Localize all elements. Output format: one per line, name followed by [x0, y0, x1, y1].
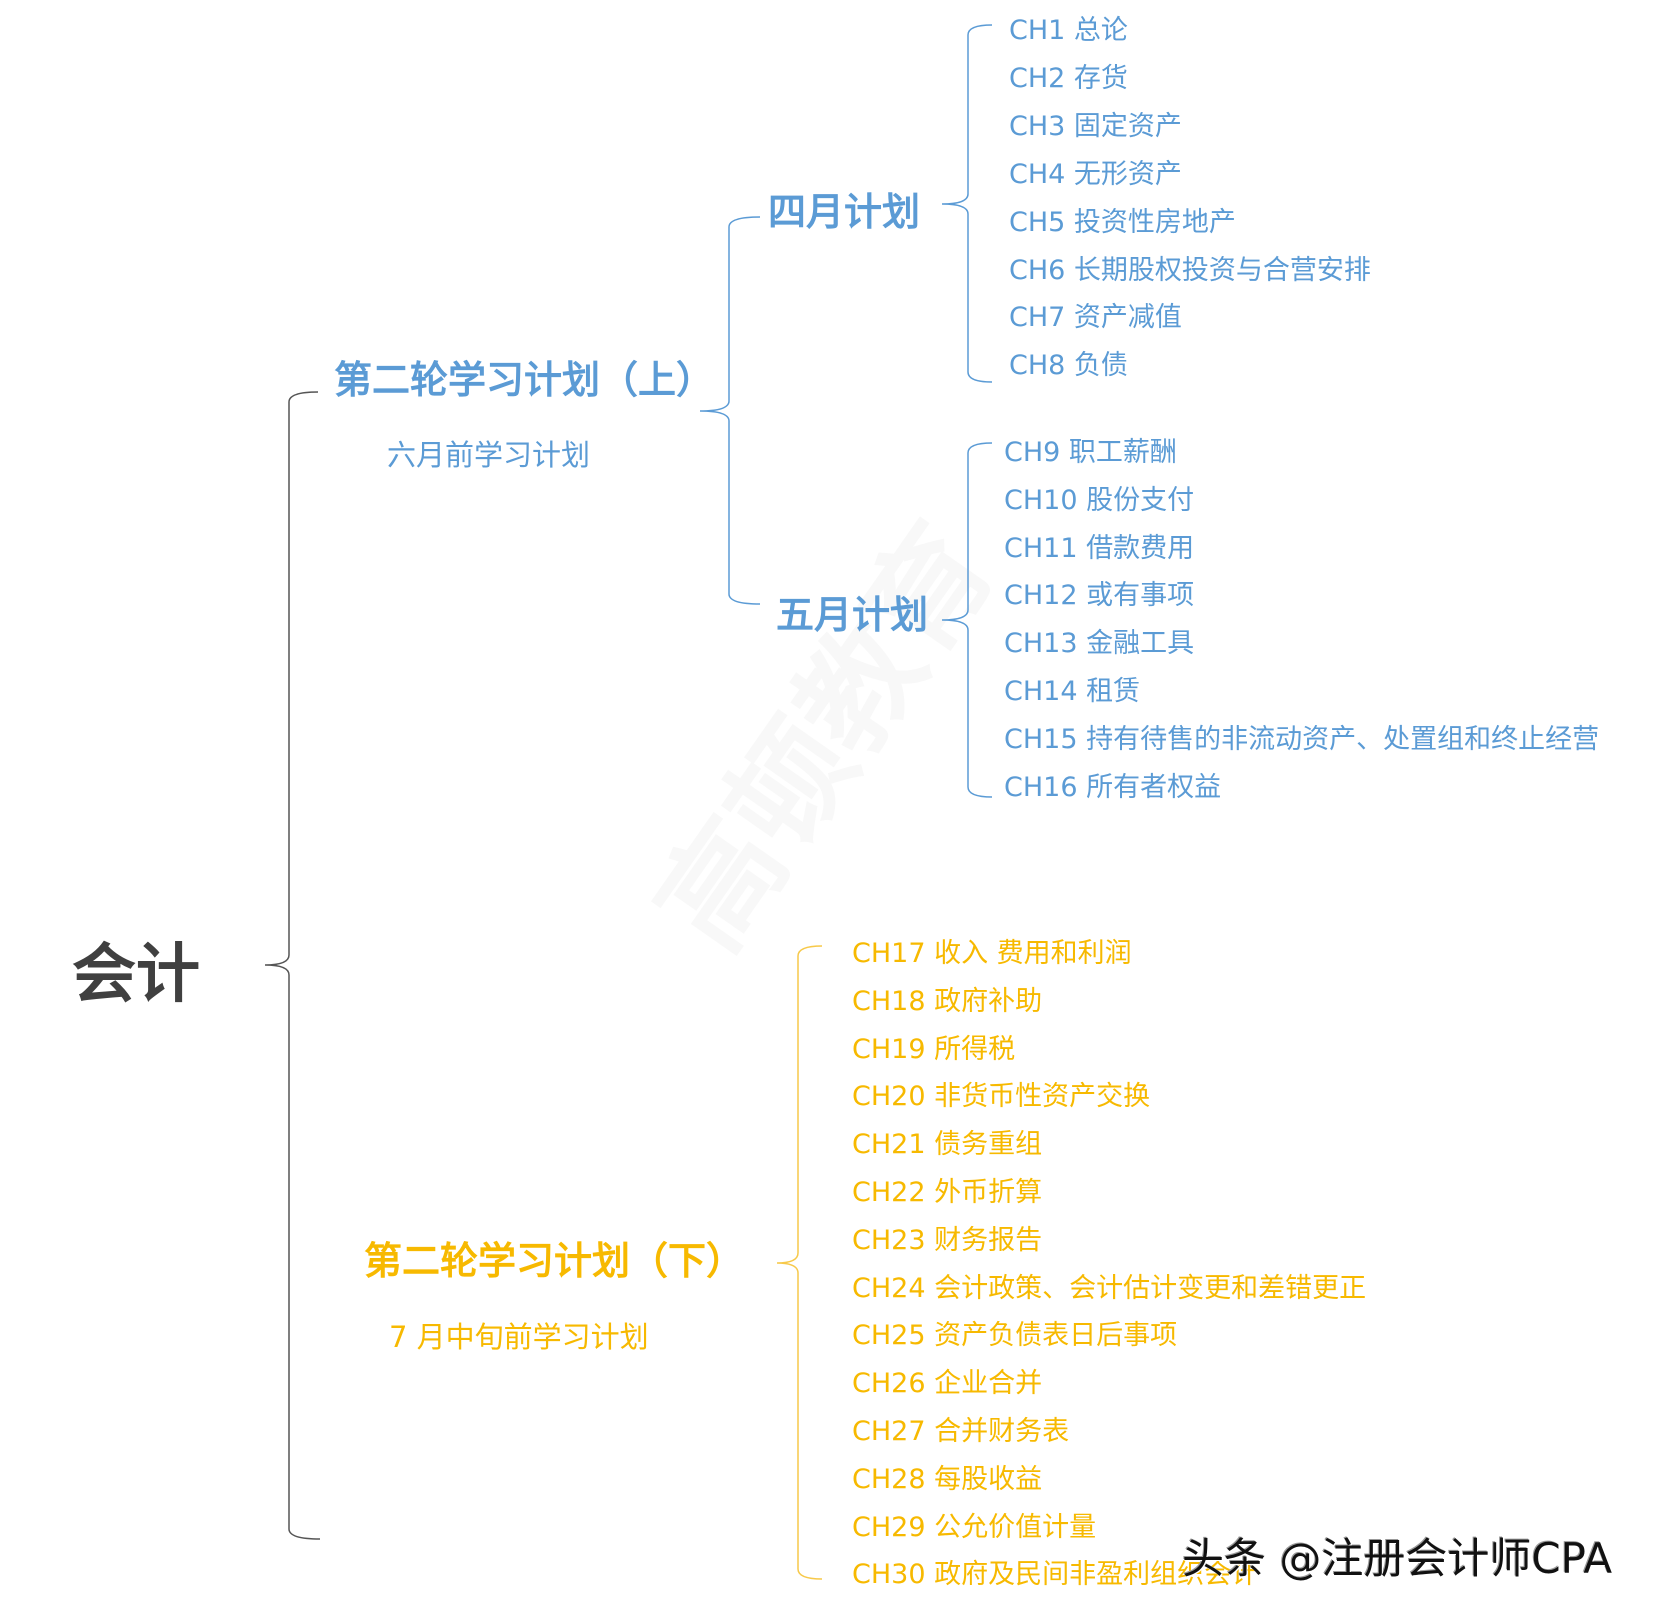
chapter-item: CH10 股份支付: [1004, 484, 1195, 516]
chapter-item: CH5 投资性房地产: [1009, 206, 1236, 238]
chapter-item: CH9 职工薪酬: [1004, 437, 1177, 468]
chapter-item: CH8 负债: [1009, 350, 1128, 382]
chapter-item: CH26 企业合并: [852, 1368, 1043, 1400]
lower-bracket: [776, 945, 823, 1580]
chapter-item: CH28 每股收益: [852, 1463, 1043, 1495]
root-bracket: [264, 391, 321, 1540]
upper-plan-title: 第二轮学习计划（上）: [334, 358, 715, 402]
chapter-item: CH7 资产减值: [1009, 302, 1182, 334]
chapter-item: CH30 政府及民间非盈利组织会计: [852, 1559, 1259, 1591]
april-plan-title: 四月计划: [768, 190, 921, 234]
author-watermark: 头条 @注册会计师CPA: [1182, 1534, 1613, 1583]
lower-plan-title: 第二轮学习计划（下）: [364, 1239, 745, 1283]
chapter-item: CH19 所得税: [852, 1033, 1016, 1065]
may-plan-title: 五月计划: [776, 593, 929, 637]
chapter-item: CH20 非货币性资产交换: [852, 1081, 1151, 1113]
chapter-item: CH2 存货: [1009, 62, 1128, 94]
chapter-item: CH21 债务重组: [852, 1129, 1043, 1161]
chapter-item: CH6 长期股权投资与合营安排: [1009, 254, 1371, 286]
upper-bracket: [699, 216, 761, 605]
chapter-item: CH11 借款费用: [1004, 532, 1195, 564]
lower-plan-subtitle: 7 月中旬前学习计划: [389, 1320, 649, 1354]
chapter-item: CH17 收入 费用和利润: [852, 938, 1132, 969]
chapter-item: CH18 政府补助: [852, 985, 1043, 1017]
chapter-item: CH24 会计政策、会计估计变更和差错更正: [852, 1272, 1367, 1304]
chapter-item: CH22 外币折算: [852, 1177, 1043, 1208]
april-bracket: [941, 24, 993, 383]
chapter-item: CH29 公允价值计量: [852, 1511, 1097, 1543]
chapter-item: CH15 持有待售的非流动资产、处置组和终止经营: [1004, 723, 1600, 755]
chapter-item: CH27 合并财务表: [852, 1416, 1070, 1447]
chapter-item: CH12 或有事项: [1004, 580, 1195, 612]
chapter-item: CH16 所有者权益: [1004, 771, 1222, 803]
chapter-item: CH23 财务报告: [852, 1224, 1043, 1256]
may-bracket: [941, 442, 993, 798]
chapter-item: CH14 租赁: [1004, 676, 1141, 707]
chapter-item: CH25 资产负债表日后事项: [852, 1320, 1178, 1352]
chapter-item: CH4 无形资产: [1009, 158, 1182, 190]
root-node: 会计: [72, 938, 200, 1012]
chapter-item: CH3 固定资产: [1009, 110, 1182, 142]
upper-plan-subtitle: 六月前学习计划: [387, 438, 591, 472]
chapter-item: CH13 金融工具: [1004, 628, 1195, 660]
chapter-item: CH1 总论: [1009, 15, 1128, 46]
